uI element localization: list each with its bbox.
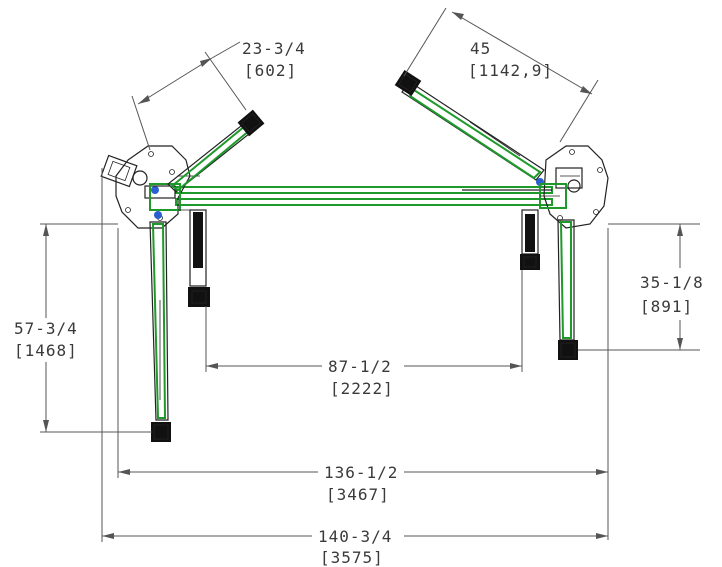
dimension-left-height: 57-3/4 [1468] xyxy=(14,223,152,433)
dim-arm-left-top-imperial: 23-3/4 xyxy=(242,39,306,58)
dimension-inner-span: 87-1/2 [2222] xyxy=(205,270,523,398)
left-rear-arm xyxy=(149,221,171,442)
dimension-right-height: 35-1/8 [891] xyxy=(578,223,704,351)
dimension-overall-width: 140-3/4 [3575] xyxy=(101,168,608,567)
dim-left-height-metric: [1468] xyxy=(14,341,78,360)
dim-arm-right-top-metric: [1142,9] xyxy=(468,61,553,80)
dim-inner-span-imperial: 87-1/2 xyxy=(328,357,392,376)
right-rear-arm xyxy=(557,219,578,360)
dim-right-height-imperial: 35-1/8 xyxy=(640,273,704,292)
left-post-assembly xyxy=(100,145,200,229)
dim-overall-width-metric: [3575] xyxy=(320,548,384,567)
crossbar-frame xyxy=(175,186,553,206)
dimension-arm-left-top: 23-3/4 [602] xyxy=(131,39,306,151)
left-front-arm xyxy=(167,109,265,193)
dim-outer-span-metric: [3467] xyxy=(326,485,390,504)
left-short-arm xyxy=(188,209,210,307)
dim-outer-span-imperial: 136-1/2 xyxy=(324,463,398,482)
dimension-outer-span: 136-1/2 [3467] xyxy=(117,228,609,540)
dim-arm-right-top-imperial: 45 xyxy=(470,39,491,58)
dim-overall-width-imperial: 140-3/4 xyxy=(318,527,392,546)
right-front-arm xyxy=(394,70,545,181)
dim-arm-left-top-metric: [602] xyxy=(244,61,297,80)
dimension-arm-right-top: 45 [1142,9] xyxy=(403,7,599,143)
dim-inner-span-metric: [2222] xyxy=(330,379,394,398)
right-short-arm xyxy=(520,209,540,270)
dim-left-height-imperial: 57-3/4 xyxy=(14,319,78,338)
dim-right-height-metric: [891] xyxy=(640,297,693,316)
